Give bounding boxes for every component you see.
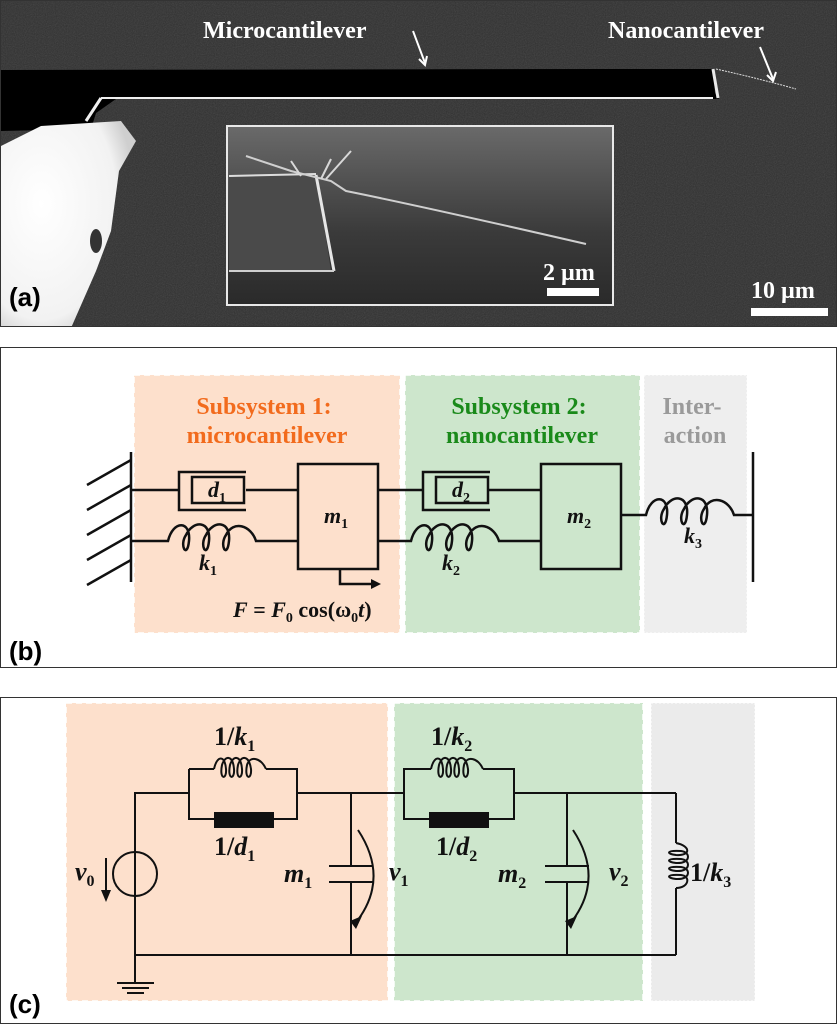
subsystem1-title: Subsystem 1: microcantilever: [187, 394, 348, 449]
m2-label: m2: [567, 503, 591, 532]
panel-c-label: (c): [9, 989, 41, 1019]
v1-arrow: [353, 829, 375, 926]
spring-k2: [378, 523, 541, 552]
nanocantilever-wire: [715, 68, 797, 90]
inv-k2-label: 1/k2: [431, 722, 472, 755]
fixed-wall: [86, 452, 133, 587]
k1-label: k1: [199, 550, 217, 579]
nanocantilever-label: Nanocantilever: [608, 18, 764, 44]
interaction-region: [643, 374, 748, 634]
inductor-k3: [668, 793, 689, 955]
spring-k1: [131, 523, 298, 552]
d2-label: d2: [452, 477, 470, 506]
interaction-region: [650, 702, 756, 1002]
circuit-diagram: 1/k1 1/d1 1/k2 1/d2 1/k3 m1 m2 v0 v1 v2 …: [9, 702, 756, 1019]
microcantilever-label: Microcantilever: [203, 18, 367, 44]
v0-label: v0: [75, 857, 95, 890]
mass-m2: [539, 462, 623, 571]
inv-k1-label: 1/k1: [214, 722, 255, 755]
v2-label: v2: [609, 857, 629, 890]
main-scale-label: 10 µm: [751, 278, 815, 304]
voltage-source-v0: [112, 851, 158, 897]
mass-m1: [296, 462, 380, 571]
substrate-blob: [1, 121, 136, 326]
subsystem2-region: [393, 702, 644, 1002]
m1-label: m1: [284, 859, 312, 892]
damper-d1-block: [214, 812, 274, 828]
ground-icon: [117, 955, 154, 994]
damper-d2-block: [429, 812, 489, 828]
panel-b-mechanical-model: Subsystem 1: microcantilever Subsystem 2…: [0, 347, 837, 668]
inset-image: 2 µm: [226, 125, 614, 306]
inv-d1-label: 1/d1: [214, 832, 255, 865]
sem-micrograph: Microcantilever Nanocantilever 2 µm 10 µ…: [1, 1, 836, 326]
panel-a-label: (a): [9, 282, 41, 312]
inset-scale-bar: [547, 288, 599, 296]
force-arrow: [338, 569, 371, 586]
wire-left: [134, 792, 189, 955]
v2-arrow: [568, 829, 590, 926]
panel-b-label: (b): [9, 636, 42, 666]
inv-k3-label: 1/k3: [690, 858, 731, 891]
main-scale-bar: [751, 308, 828, 316]
m1-label: m1: [324, 503, 348, 532]
damper-d1: [131, 470, 298, 512]
capacitor-m1: [329, 793, 373, 955]
capacitor-m2: [545, 793, 589, 955]
damper-d2: [378, 470, 541, 512]
inv-d2-label: 1/d2: [436, 832, 477, 865]
parallel-k2-d2: [403, 757, 676, 820]
k3-label: k3: [684, 523, 702, 552]
mechanical-diagram: Subsystem 1: microcantilever Subsystem 2…: [9, 374, 755, 666]
subsystem1-region: [65, 702, 389, 1002]
d1-label: d1: [208, 477, 226, 506]
spring-k3: [621, 497, 753, 526]
nanocantilever-arrow: [759, 46, 774, 80]
m2-label: m2: [498, 859, 526, 892]
panel-a-sem-image: Microcantilever Nanocantilever 2 µm 10 µ…: [0, 0, 837, 327]
panel-c-circuit-model: 1/k1 1/d1 1/k2 1/d2 1/k3 m1 m2 v0 v1 v2 …: [0, 697, 837, 1024]
inset-scale-label: 2 µm: [543, 260, 595, 286]
interaction-title: Inter- action: [662, 394, 727, 449]
subsystem2-title: Subsystem 2: nanocantilever: [446, 394, 598, 449]
microcantilever-beam: [1, 68, 720, 131]
microcantilever-arrow: [412, 30, 426, 64]
v1-label: v1: [389, 857, 409, 890]
force-equation: F = F0 cos(ω0t): [232, 597, 372, 626]
k2-label: k2: [442, 550, 460, 579]
